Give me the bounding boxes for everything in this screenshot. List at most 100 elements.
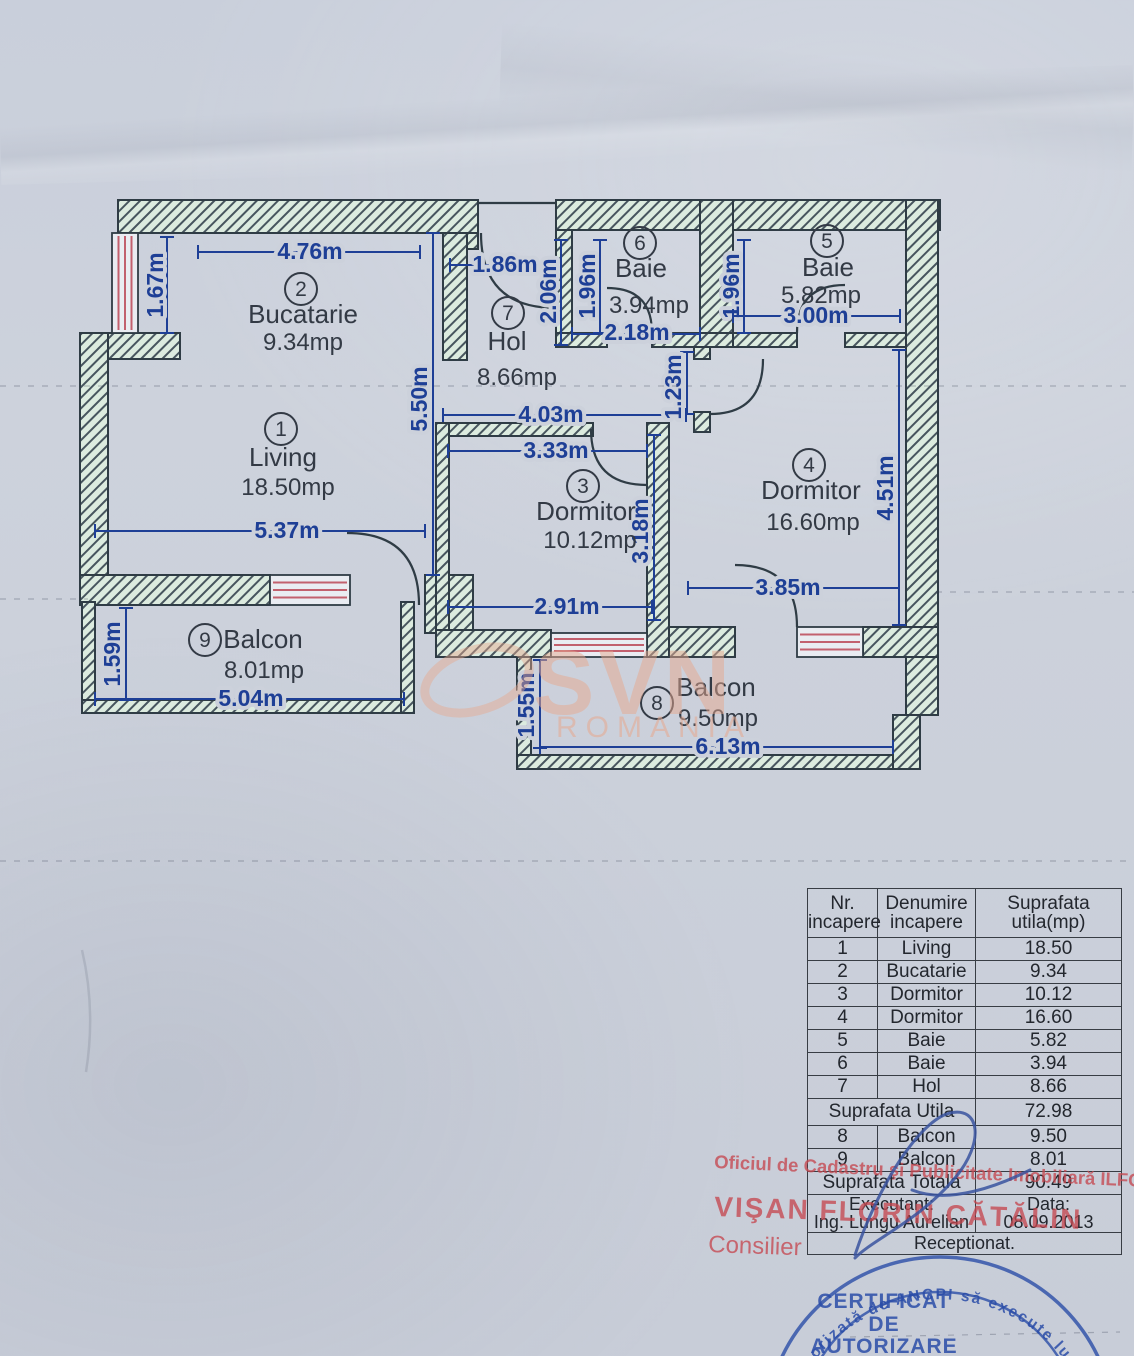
table-row: 4 Dormitor 16.60: [807, 1006, 1122, 1030]
paper-crease: [497, 8, 1134, 172]
cell: 9.34: [975, 960, 1122, 984]
room-label-dormitor4: 4 Dormitor 16.60mp: [761, 448, 861, 536]
dimension: 2.18m: [571, 315, 701, 349]
total-label: Suprafata Totala: [807, 1171, 976, 1195]
watermark-brand: SVN: [533, 632, 734, 734]
dimension: 6.13m: [539, 729, 894, 763]
dimension: 4.03m: [442, 397, 687, 431]
window-marker: [111, 232, 139, 334]
room-number: 6: [634, 232, 646, 255]
table-header-row: Nr. incapere Denumire incapere Suprafata…: [807, 888, 1122, 938]
wall-segment: [516, 754, 908, 770]
room-name: Dormitor: [761, 475, 861, 505]
cell: 2: [807, 960, 878, 984]
dimension-label: 1.96m: [574, 253, 600, 318]
wall-segment: [79, 332, 109, 606]
wall-segment: [693, 346, 711, 360]
room-label-baie6: 6 Baie 3.94mp: [609, 226, 689, 319]
room-number: 3: [577, 475, 589, 498]
room-areas-table: Nr. incapere Denumire incapere Suprafata…: [807, 888, 1122, 1255]
table-row: 6 Baie 3.94: [807, 1052, 1122, 1076]
cell: Dormitor: [877, 983, 976, 1007]
table-row: 1 Living 18.50: [807, 937, 1122, 961]
wall-segment: [79, 574, 271, 606]
cell: 1: [807, 937, 878, 961]
cell: 7: [807, 1075, 878, 1099]
room-number-circle: [623, 226, 657, 260]
room-number: 8: [651, 692, 663, 715]
dimension: 1.67m: [138, 236, 174, 334]
table-row: 2 Bucatarie 9.34: [807, 960, 1122, 984]
stamp-inner-ring: [820, 1290, 1060, 1356]
dimension: 1.96m: [570, 239, 607, 334]
cell: 3.94: [975, 1052, 1122, 1076]
room-area: 3.94mp: [609, 292, 689, 319]
room-area: 8.01mp: [224, 657, 304, 684]
receptionat-row: Receptionat.: [807, 1231, 1122, 1255]
room-name: Hol: [487, 326, 526, 356]
room-area: 9.34mp: [263, 329, 343, 356]
dimension: 3.18m: [623, 434, 661, 621]
dimension: 3.33m: [447, 433, 648, 467]
wall-segment: [81, 699, 415, 714]
window-marker: [796, 626, 864, 658]
cell: 18.50: [975, 937, 1122, 961]
door-arc: [589, 428, 648, 487]
dimension: 2.06m: [531, 239, 568, 346]
room-name: Baie: [802, 252, 854, 282]
door-arc: [734, 563, 799, 628]
stamp-center-line3: AUTORIZARE: [810, 1335, 957, 1356]
room-area: 16.60mp: [766, 509, 859, 536]
dimension-label: 1.67m: [142, 252, 168, 317]
table-row: 5 Baie 5.82: [807, 1029, 1122, 1053]
wall-segment: [844, 332, 907, 348]
room-number: 4: [803, 454, 815, 477]
windows-layer: [111, 232, 864, 658]
total-value: 90.49: [975, 1171, 1122, 1195]
cell: 8.01: [975, 1148, 1122, 1172]
cell: Hol: [877, 1075, 976, 1099]
walls-layer: [79, 199, 941, 770]
room-number-circle: [264, 412, 298, 446]
total-row: Suprafata Totala 90.49: [807, 1171, 1122, 1195]
wall-segment: [435, 629, 552, 658]
room-number: 7: [502, 302, 514, 325]
room-area: 9.50mp: [678, 705, 758, 732]
wall-segment: [905, 199, 939, 716]
room-number-circle: [491, 296, 525, 330]
header-suprafata: Suprafata utila(mp): [975, 888, 1122, 938]
room-name: Balcon: [223, 624, 303, 654]
cell: 3: [807, 983, 878, 1007]
door-arc: [606, 286, 654, 334]
watermark-country: ROMANIA: [556, 711, 752, 744]
room-area: 8.66mp: [477, 364, 557, 391]
doors-layer: [346, 201, 846, 628]
room-name: Living: [249, 442, 317, 472]
dimension-label: 1.55m: [513, 672, 539, 737]
wall-segment: [699, 199, 734, 348]
dimension-label: 4.76m: [277, 238, 342, 264]
dimension-label: 1.59m: [99, 621, 125, 686]
stamp-person-role: Consilier: [708, 1231, 802, 1261]
room-number-circle: [188, 623, 222, 657]
header-nr: Nr. incapere: [807, 888, 881, 938]
room-label-dormitor3: 3 Dormitor 10.12mp: [536, 469, 637, 554]
wall-segment: [424, 574, 474, 634]
stamp-center-line1: CERTIFICAT: [817, 1290, 950, 1313]
subtotal-row: Suprafata Utila 72.98: [807, 1098, 1122, 1126]
wall-segment: [435, 422, 450, 634]
cell: Living: [877, 937, 976, 961]
dimension-label: 1.96m: [718, 253, 744, 318]
wall-segment: [693, 411, 711, 433]
dimension: 1.55m: [509, 659, 547, 749]
cell: Balcon: [877, 1125, 976, 1149]
door-arc: [479, 232, 557, 310]
cell: Bucatarie: [877, 960, 976, 984]
table-row: 8 Balcon 9.50: [807, 1125, 1122, 1149]
wall-segment: [435, 422, 594, 437]
cell: 16.60: [975, 1006, 1122, 1030]
wall-segment: [81, 601, 96, 714]
receptionat-cell: Receptionat.: [807, 1231, 1122, 1255]
room-number-circle: [284, 272, 318, 306]
